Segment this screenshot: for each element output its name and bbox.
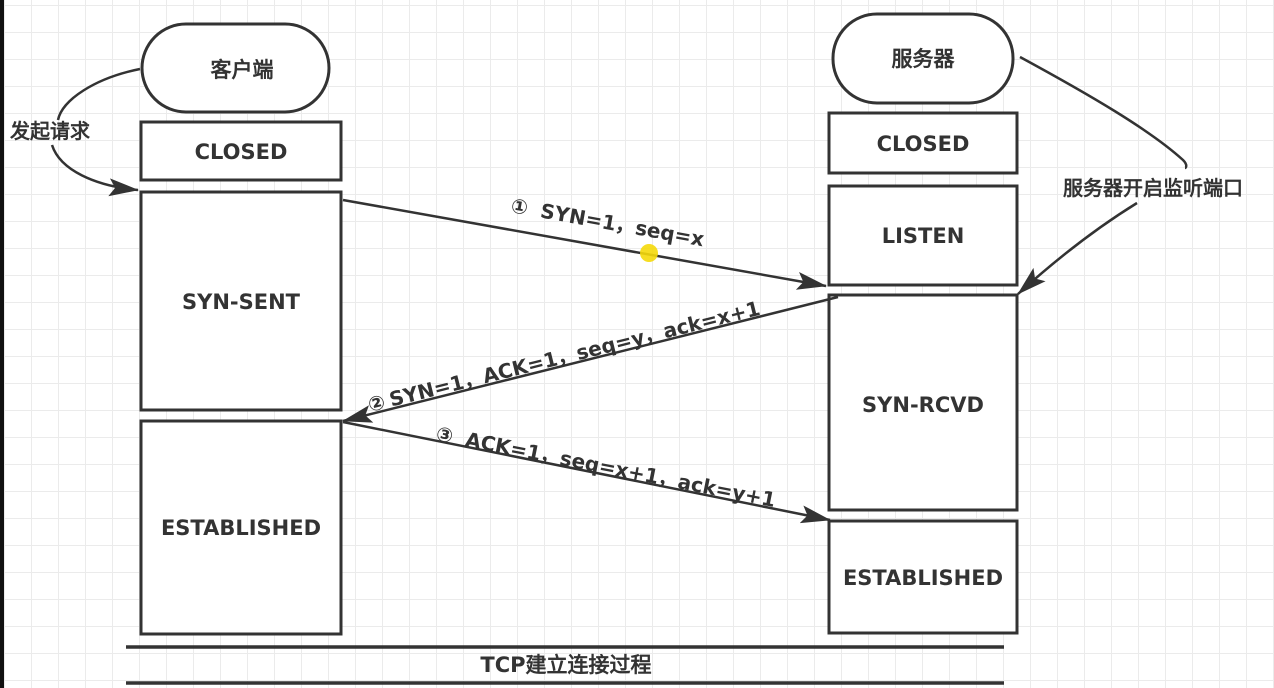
server-state-syn-rcvd[interactable] <box>827 293 1019 512</box>
server-annotation-label: 服务器开启监听端口 <box>1063 176 1243 200</box>
server-header-node[interactable] <box>831 12 1015 105</box>
message-2-step: ② <box>365 389 387 416</box>
message-1-label: SYN=1，seq=x <box>539 199 706 252</box>
client-state-established-label: ESTABLISHED <box>161 516 321 540</box>
message-2-label: SYN=1，ACK=1，seq=y，ack=x+1 <box>387 296 763 412</box>
client-state-syn-sent[interactable] <box>139 190 343 412</box>
client-header-label: 客户端 <box>211 58 274 82</box>
client-annotation-arrow <box>50 144 139 197</box>
client-column: 客户端 CLOSED SYN-SENT ESTABLISHED <box>139 22 343 636</box>
client-annotation-label: 发起请求 <box>9 119 91 143</box>
server-state-listen[interactable] <box>827 184 1019 287</box>
message-3-label: ACK=1，seq=x+1，ack=y+1 <box>463 427 777 512</box>
client-state-syn-sent-label: SYN-SENT <box>182 290 301 314</box>
cursor-highlight <box>640 244 658 262</box>
client-header-node[interactable] <box>140 22 331 114</box>
diagram-title: TCP建立连接过程 <box>480 653 651 677</box>
server-state-established-label: ESTABLISHED <box>843 566 1003 590</box>
window-edge <box>0 0 4 688</box>
client-annotation-connector <box>56 67 141 121</box>
server-state-closed[interactable] <box>827 111 1019 175</box>
message-3-arrow[interactable] <box>342 420 831 524</box>
server-annotation-arrow <box>1017 201 1138 295</box>
server-state-syn-rcvd-label: SYN-RCVD <box>862 393 984 417</box>
message-2-arrow[interactable] <box>342 295 839 423</box>
server-annotation-connector <box>1019 55 1188 170</box>
message-1-arrow[interactable] <box>342 198 827 290</box>
message-1: ① SYN=1，seq=x <box>342 193 827 290</box>
client-state-established[interactable] <box>139 419 343 636</box>
message-1-step: ① <box>509 193 530 220</box>
server-state-established[interactable] <box>827 519 1019 635</box>
client-state-closed-label: CLOSED <box>195 140 288 164</box>
server-state-closed-label: CLOSED <box>877 132 970 156</box>
client-state-closed[interactable] <box>139 120 343 182</box>
message-3-step: ③ <box>434 421 455 448</box>
diagram-footer: TCP建立连接过程 <box>126 645 1004 685</box>
message-2: ② SYN=1，ACK=1，seq=y，ack=x+1 <box>342 295 839 423</box>
server-annotation: 服务器开启监听端口 <box>1017 55 1243 295</box>
server-column: 服务器 CLOSED LISTEN SYN-RCVD ESTABLISHED <box>827 12 1019 635</box>
server-header-label: 服务器 <box>892 47 956 71</box>
message-3: ③ ACK=1，seq=x+1，ack=y+1 <box>342 420 831 524</box>
client-annotation: 发起请求 <box>9 67 141 197</box>
server-state-listen-label: LISTEN <box>882 224 965 248</box>
